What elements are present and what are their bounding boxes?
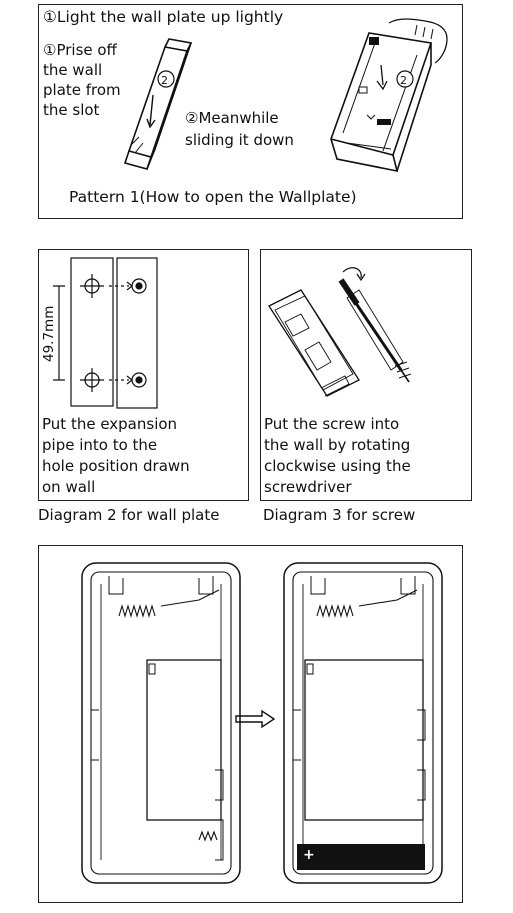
wall-plate-open-illustration: 2 [329,18,448,173]
diagram3-instruction-line-3: clockwise using the [264,457,411,475]
housing-without-battery [81,562,241,884]
pattern1-caption: Pattern 1(How to open the Wallplate) [69,188,357,206]
step-sliding-line-2: sliding it down [185,131,294,149]
battery-plus-label: + [303,847,315,863]
diagram2-caption: Diagram 2 for wall plate [38,506,220,524]
housing-with-battery [283,562,443,884]
diagram3-caption: Diagram 3 for screw [263,506,416,524]
diagram2-instruction-line-3: hole position drawn [42,457,190,475]
wall-plate-hole-drawing [53,257,158,409]
dimension-label: 49.7mm [41,305,57,362]
right-arrow-icon [235,709,276,729]
diagram3-instruction-line-1: Put the screw into [264,415,400,433]
step-light-plate-up: ①Light the wall plate up lightly [43,8,284,26]
diagram3-panel: Put the screw into the wall by rotating … [260,249,472,501]
diagram3-instruction-line-2: the wall by rotating [264,436,411,454]
diagram2-instruction-line-4: on wall [42,478,96,496]
step-prise-off-line-3: plate from [43,81,121,99]
step-2-marker-right: 2 [400,74,407,87]
diagram2-instruction-line-2: pipe into to the [42,436,158,454]
diagram3-instruction-line-4: screwdriver [264,478,352,496]
step-prise-off-line-4: the slot [43,101,100,119]
step-prise-off-line-2: the wall [43,61,103,79]
pattern1-panel: ①Light the wall plate up lightly ①Prise … [38,4,463,219]
wall-plate-closed-illustration: 2 [123,38,193,170]
step-sliding-line-1: ②Meanwhile [185,109,279,127]
step-circle-marker [396,70,414,88]
diagram2-instruction-line-1: Put the expansion [42,415,178,433]
screw-installation-drawing [268,267,412,397]
step-2-marker-left: 2 [161,74,168,87]
diagram2-panel: 49.7mm Put the expansion pipe into to th… [38,249,249,501]
battery-panel: + [38,545,463,903]
step-circle-marker [157,70,175,88]
battery-pack [297,844,425,870]
step-prise-off-line-1: ①Prise off [43,41,117,59]
